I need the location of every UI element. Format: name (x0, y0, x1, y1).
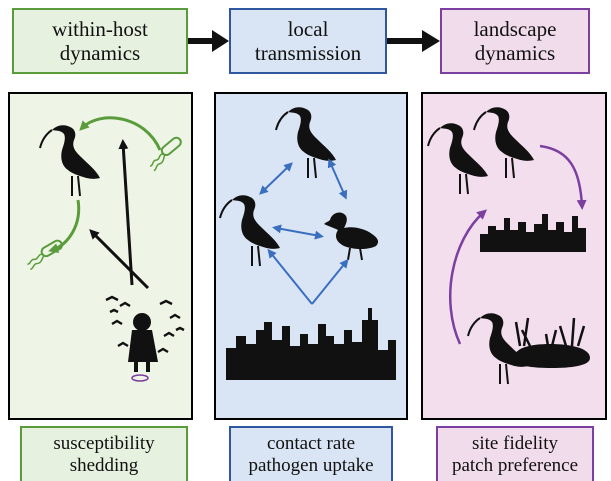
wetland-pond-icon (514, 317, 590, 368)
city-skyline-icon (480, 214, 586, 252)
ibis-icon (39, 124, 101, 197)
green-shedding-arrow (48, 199, 81, 253)
header-landscape-line2: dynamics (474, 41, 556, 65)
ibis-icon (473, 106, 535, 179)
label-susceptibility: susceptibility (53, 432, 155, 454)
contact-arrow (272, 224, 324, 240)
child-feeding-birds-icon (105, 295, 185, 382)
label-contact-rate: contact rate (266, 432, 356, 454)
green-uptake-arrow (79, 116, 162, 151)
header-arrow-2 (387, 30, 440, 52)
contact-arrow (259, 162, 293, 195)
city-skyline-icon (226, 308, 396, 380)
header-landscape-line1: landscape (473, 17, 557, 41)
movement-arrow (539, 144, 587, 210)
header-local-transmission-line2: transmission (254, 41, 362, 65)
bacterium-icon (23, 238, 67, 271)
uptake-arrow (267, 248, 313, 305)
header-within-host-line2: dynamics (59, 41, 141, 65)
label-shedding: shedding (69, 454, 139, 476)
header-within-host-line1: within-host (52, 17, 148, 41)
header-local-transmission: local transmission (229, 8, 387, 74)
ibis-icon (467, 312, 529, 385)
human-to-ibis-arrow (118, 139, 134, 286)
header-landscape-dynamics: landscape dynamics (440, 8, 590, 74)
label-pathogen-uptake: pathogen uptake (248, 454, 374, 476)
ibis-icon (275, 106, 337, 179)
label-landscape: site fidelity patch preference (436, 426, 594, 481)
ibis-icon (219, 194, 281, 267)
label-within-host: susceptibility shedding (20, 426, 188, 481)
contact-arrow (327, 158, 348, 200)
ibis-icon (427, 122, 489, 195)
label-local-transmission: contact rate pathogen uptake (229, 426, 393, 481)
duck-icon (323, 211, 380, 261)
label-patch-preference: patch preference (451, 454, 579, 476)
human-to-ibis-arrow-2 (89, 229, 150, 290)
bacterium-icon (145, 134, 186, 172)
header-within-host: within-host dynamics (12, 8, 188, 74)
header-local-transmission-line1: local (287, 17, 329, 41)
uptake-arrow (311, 258, 349, 305)
label-site-fidelity: site fidelity (471, 432, 558, 454)
header-arrow-1 (188, 30, 229, 52)
movement-arrow (449, 209, 488, 345)
